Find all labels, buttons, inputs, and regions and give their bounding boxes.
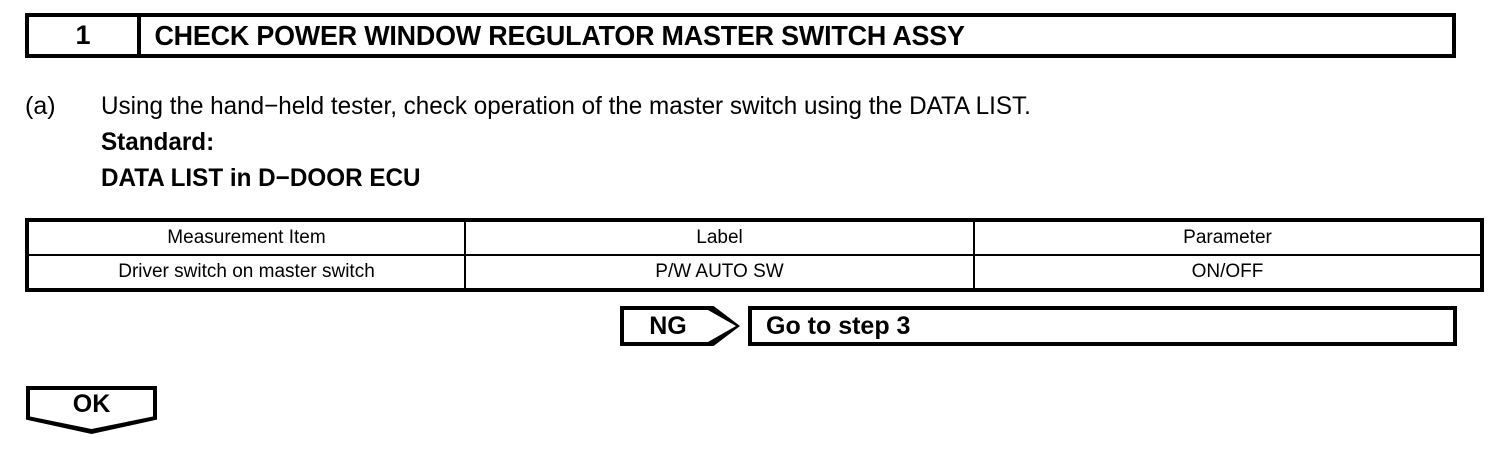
step-title: CHECK POWER WINDOW REGULATOR MASTER SWIT… xyxy=(154,19,965,51)
procedure-marker: (a) xyxy=(25,92,56,120)
cell-parameter: ON/OFF xyxy=(973,254,1482,290)
table-header-row: Measurement Item Label Parameter xyxy=(27,220,1482,256)
step-number: 1 xyxy=(29,17,141,54)
procedure-instruction: Using the hand−held tester, check operat… xyxy=(101,92,1031,120)
standard-label: Standard: xyxy=(101,128,215,156)
ng-action-box[interactable]: Go to step 3 xyxy=(748,306,1457,346)
ng-flag-arrow-fill xyxy=(624,310,736,342)
table-row: Driver switch on master switch P/W AUTO … xyxy=(27,254,1482,290)
procedure-body: Using the hand−held tester, check operat… xyxy=(101,88,1465,196)
ng-branch-row: NG Go to step 3 xyxy=(620,306,1457,346)
step-header: 1 CHECK POWER WINDOW REGULATOR MASTER SW… xyxy=(25,13,1456,58)
cell-label: P/W AUTO SW xyxy=(464,254,975,290)
ok-flag-label: OK xyxy=(72,390,111,418)
data-list-table: Measurement Item Label Parameter Driver … xyxy=(25,218,1484,292)
cell-measurement-item: Driver switch on master switch xyxy=(27,254,466,290)
standard-subtitle: DATA LIST in D−DOOR ECU xyxy=(101,164,421,192)
ng-flag-label: NG xyxy=(649,311,687,340)
column-header-measurement-item: Measurement Item xyxy=(27,220,466,256)
procedure-block: (a) Using the hand−held tester, check op… xyxy=(25,88,1465,196)
ng-action-label: Go to step 3 xyxy=(766,311,911,340)
ok-flag: OK xyxy=(26,386,157,434)
column-header-parameter: Parameter xyxy=(973,220,1482,256)
column-header-label: Label xyxy=(464,220,975,256)
ng-flag: NG xyxy=(620,306,740,346)
